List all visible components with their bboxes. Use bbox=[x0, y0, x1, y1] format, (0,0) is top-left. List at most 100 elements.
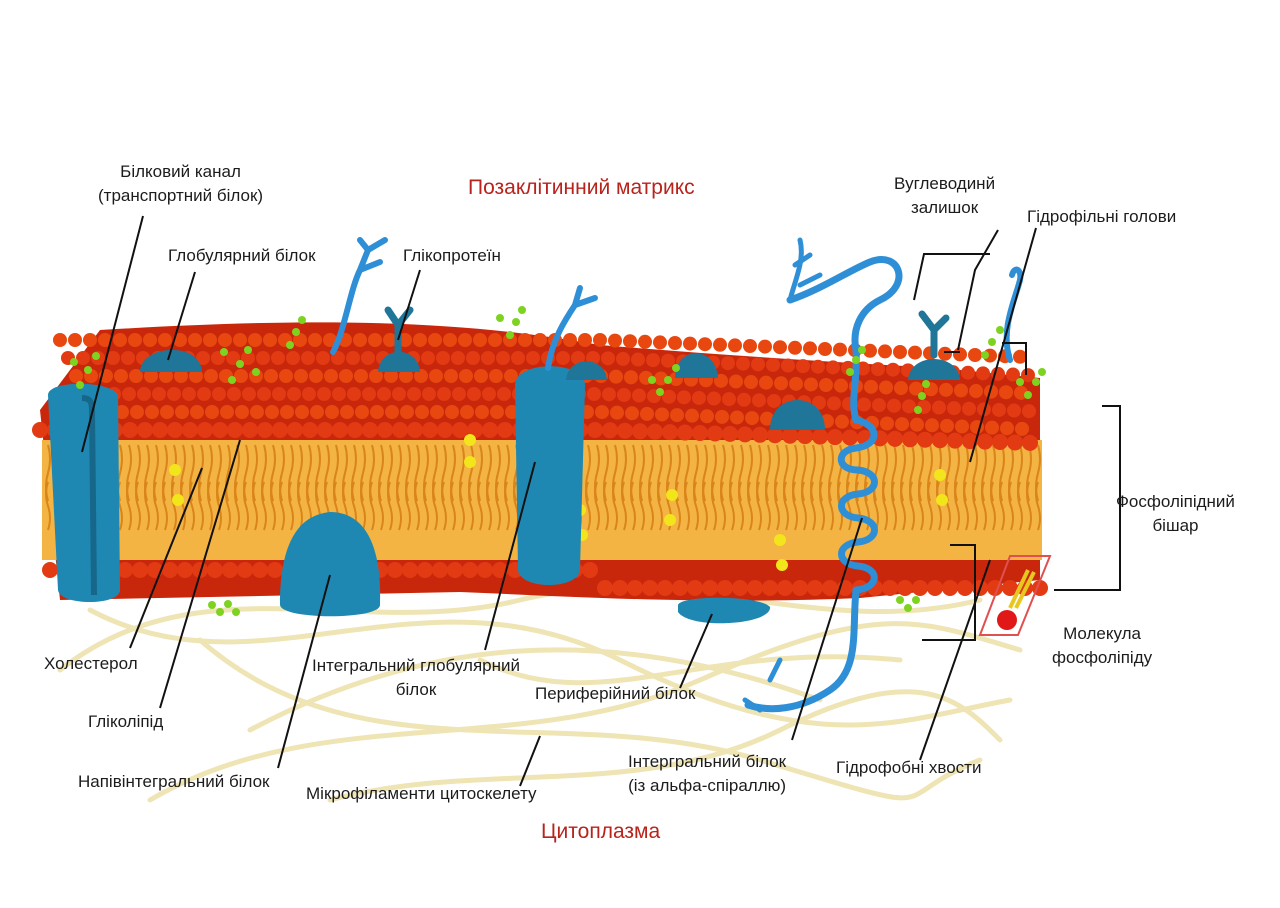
surface-head bbox=[608, 333, 622, 348]
sugar-unit bbox=[292, 328, 300, 336]
label-hydrophobic-tails: Гідрофобні хвости bbox=[836, 758, 982, 777]
head bbox=[137, 422, 153, 438]
surface-head bbox=[729, 374, 743, 389]
tail-line bbox=[243, 481, 249, 531]
tail-line bbox=[126, 481, 132, 531]
surface-head bbox=[370, 405, 384, 419]
head bbox=[392, 422, 408, 438]
surface-head bbox=[908, 345, 922, 360]
sugar-unit bbox=[228, 376, 236, 384]
head bbox=[167, 422, 183, 438]
tail-line bbox=[360, 481, 366, 531]
head bbox=[767, 427, 783, 444]
surface-head bbox=[940, 418, 954, 433]
surface-head bbox=[668, 336, 682, 350]
surface-head bbox=[938, 346, 952, 361]
surface-head bbox=[392, 387, 406, 401]
surface-head bbox=[760, 411, 774, 426]
surface-head bbox=[69, 369, 83, 383]
tail-line bbox=[441, 481, 447, 531]
surface-head bbox=[353, 333, 367, 347]
surface-head bbox=[235, 405, 249, 419]
surface-head bbox=[369, 369, 383, 383]
surface-head bbox=[145, 405, 159, 419]
tail-line bbox=[630, 481, 636, 531]
tail-line bbox=[702, 481, 708, 531]
surface-head bbox=[354, 369, 368, 383]
surface-head bbox=[301, 351, 315, 365]
surface-head bbox=[248, 333, 262, 347]
tail-line bbox=[729, 481, 735, 531]
surface-head bbox=[203, 333, 217, 347]
tail-line bbox=[675, 481, 681, 531]
surface-head bbox=[415, 405, 429, 419]
head bbox=[222, 562, 238, 578]
head bbox=[332, 422, 348, 438]
surface-head bbox=[632, 388, 646, 403]
tail-line bbox=[459, 481, 465, 531]
sugar-unit bbox=[252, 368, 260, 376]
sugar-unit bbox=[1038, 368, 1046, 376]
tail-line bbox=[495, 481, 501, 531]
surface-head bbox=[429, 369, 443, 383]
surface-head bbox=[625, 406, 639, 421]
head bbox=[132, 562, 148, 578]
surface-head bbox=[98, 333, 112, 347]
label-hydrophilic-heads: Гідрофільні голови bbox=[1027, 207, 1177, 226]
surface-head bbox=[175, 405, 189, 419]
surface-head bbox=[106, 351, 120, 365]
surface-head bbox=[857, 397, 871, 412]
head bbox=[887, 430, 903, 447]
surface-head bbox=[233, 333, 247, 347]
head bbox=[777, 580, 793, 596]
tail-line bbox=[621, 481, 627, 531]
sugar-unit bbox=[672, 364, 680, 372]
tail-line bbox=[927, 481, 933, 531]
surface-head bbox=[384, 369, 398, 383]
surface-head bbox=[481, 351, 495, 365]
head bbox=[992, 434, 1008, 450]
surface-head bbox=[488, 333, 502, 347]
surface-head bbox=[368, 333, 382, 347]
sugar-unit bbox=[914, 406, 922, 414]
head bbox=[257, 422, 273, 438]
head bbox=[152, 422, 168, 438]
surface-head bbox=[677, 390, 691, 405]
surface-head bbox=[430, 405, 444, 419]
surface-head bbox=[767, 393, 781, 408]
tail-line bbox=[369, 481, 375, 531]
surface-head bbox=[939, 382, 953, 397]
cholesterol-ring bbox=[776, 559, 788, 571]
surface-head bbox=[428, 333, 442, 347]
surface-head bbox=[646, 353, 660, 368]
label-phospholipid-molecule: Молекула фосфоліпіду bbox=[1052, 622, 1152, 670]
surface-head bbox=[293, 333, 307, 347]
tail-line bbox=[783, 481, 789, 531]
surface-head bbox=[159, 369, 173, 383]
surface-head bbox=[279, 369, 293, 383]
sugar-unit bbox=[656, 388, 664, 396]
surface-head bbox=[595, 405, 609, 420]
surface-head bbox=[902, 399, 916, 414]
surface-head bbox=[452, 387, 466, 401]
tail-line bbox=[954, 481, 960, 531]
sugar-unit bbox=[224, 600, 232, 608]
tail-line bbox=[1017, 481, 1023, 531]
surface-head bbox=[346, 351, 360, 365]
head bbox=[602, 422, 618, 439]
head bbox=[182, 422, 198, 438]
surface-head bbox=[1015, 421, 1029, 436]
surface-head bbox=[190, 405, 204, 419]
surface-head bbox=[616, 351, 630, 366]
semi-integral-protein bbox=[280, 512, 381, 617]
surface-head bbox=[309, 369, 323, 383]
surface-head bbox=[263, 333, 277, 347]
tail-line bbox=[720, 481, 726, 531]
cholesterol-ring bbox=[664, 514, 676, 526]
surface-head bbox=[953, 347, 967, 362]
tail-line bbox=[153, 481, 159, 531]
head bbox=[302, 422, 318, 438]
surface-head bbox=[474, 369, 488, 383]
surface-protein-2 bbox=[770, 400, 825, 430]
sugar-unit bbox=[496, 314, 504, 322]
